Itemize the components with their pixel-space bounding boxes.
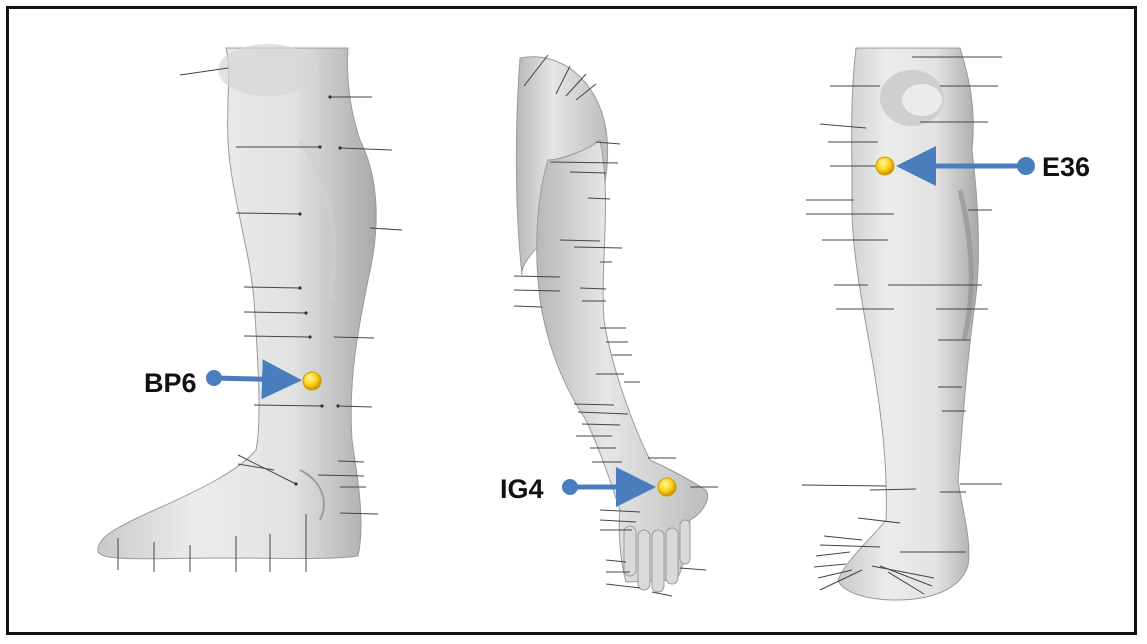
bp6-arrow-shaft — [214, 378, 292, 380]
leg-medial-view — [98, 44, 402, 572]
knee-highlight — [902, 84, 942, 116]
leg-medial-silhouette — [98, 48, 376, 559]
leg-anterior-silhouette — [838, 48, 978, 600]
arm-and-hand — [514, 55, 718, 596]
bp6-arrow-tail-dot — [206, 370, 222, 386]
e36-point — [876, 157, 894, 175]
e36-arrow-tail-dot — [1017, 157, 1035, 175]
bp6-label: BP6 — [144, 368, 197, 398]
ig4-arrow-tail-dot — [562, 479, 578, 495]
ig4-label: IG4 — [500, 474, 544, 504]
patella-shadow — [218, 44, 318, 96]
bp6-point — [303, 372, 321, 390]
arm-silhouette — [537, 140, 708, 582]
leg-anterior-view — [802, 48, 1002, 600]
ig4-point — [658, 478, 676, 496]
e36-label: E36 — [1042, 152, 1090, 182]
